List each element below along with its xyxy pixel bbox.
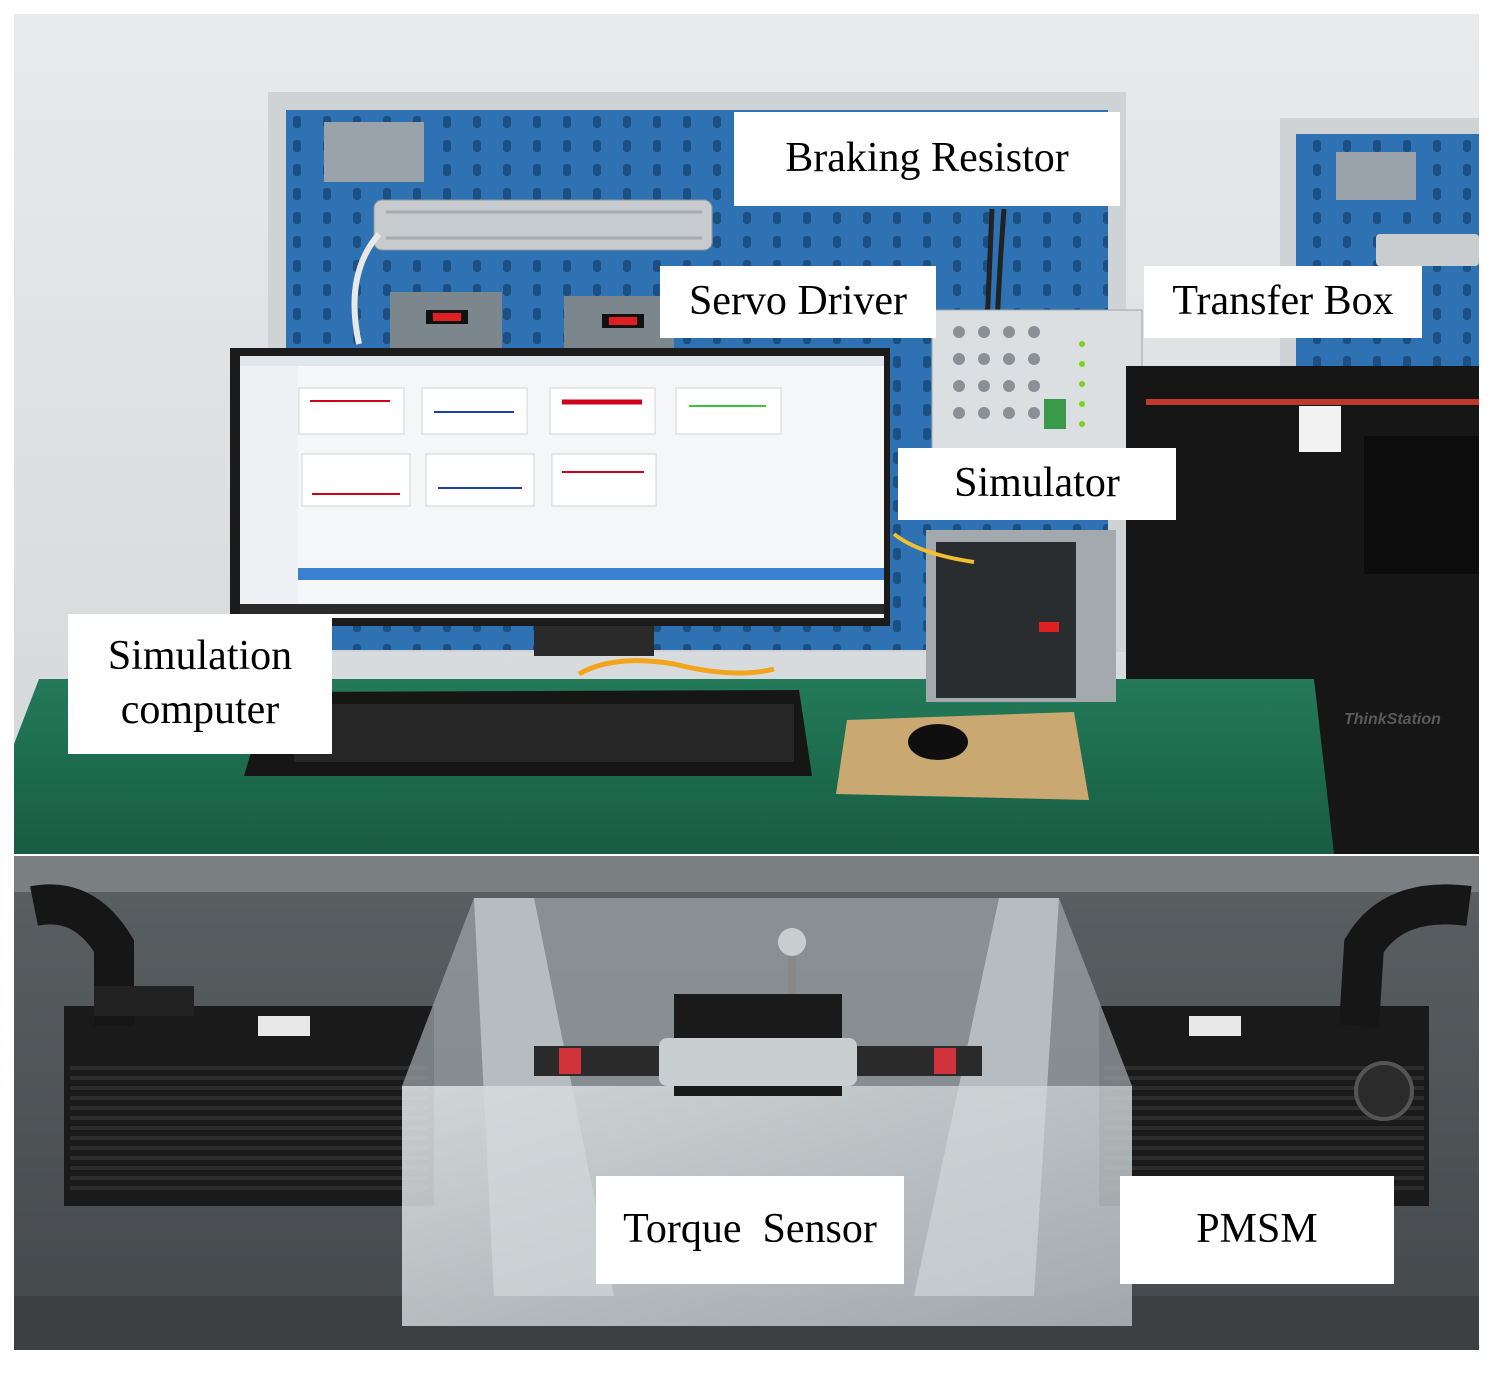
- label-servo-driver: Servo Driver: [660, 266, 936, 338]
- monitor: [230, 348, 890, 656]
- label-simulation-computer: Simulation computer: [68, 614, 332, 754]
- pmsm-text: PMSM: [1196, 1206, 1318, 1253]
- pegboard-right: [1280, 118, 1479, 398]
- simulation-computer-text-line1: Simulation: [107, 633, 293, 680]
- load-motor-left: [30, 884, 434, 1206]
- pmsm-motor-right: [1099, 884, 1472, 1206]
- simulator-box: [892, 530, 1116, 702]
- label-simulator: Simulator: [898, 448, 1176, 520]
- svg-text:ThinkStation: ThinkStation: [1344, 711, 1441, 728]
- keyboard: [244, 690, 812, 776]
- mousepad-and-mouse: [836, 712, 1089, 800]
- label-pmsm: PMSM: [1120, 1176, 1394, 1284]
- simulator-text: Simulator: [954, 460, 1120, 507]
- torque-sensor-text: Torque Sensor: [623, 1206, 877, 1253]
- cable-bundle: [577, 658, 775, 677]
- label-torque-sensor: Torque Sensor: [596, 1176, 904, 1284]
- transfer-box-text: Transfer Box: [1172, 278, 1394, 325]
- torque-sensor-enclosure: [402, 898, 1132, 1326]
- braking-resistor-text: Braking Resistor: [785, 135, 1069, 182]
- braking-resistor: [351, 199, 1007, 350]
- servo-driver-text: Servo Driver: [688, 278, 908, 325]
- label-transfer-box: Transfer Box: [1144, 266, 1422, 338]
- simulation-computer-text-line2: computer: [120, 687, 280, 733]
- label-braking-resistor: Braking Resistor: [734, 112, 1120, 206]
- transfer-box-panel: [931, 309, 1143, 451]
